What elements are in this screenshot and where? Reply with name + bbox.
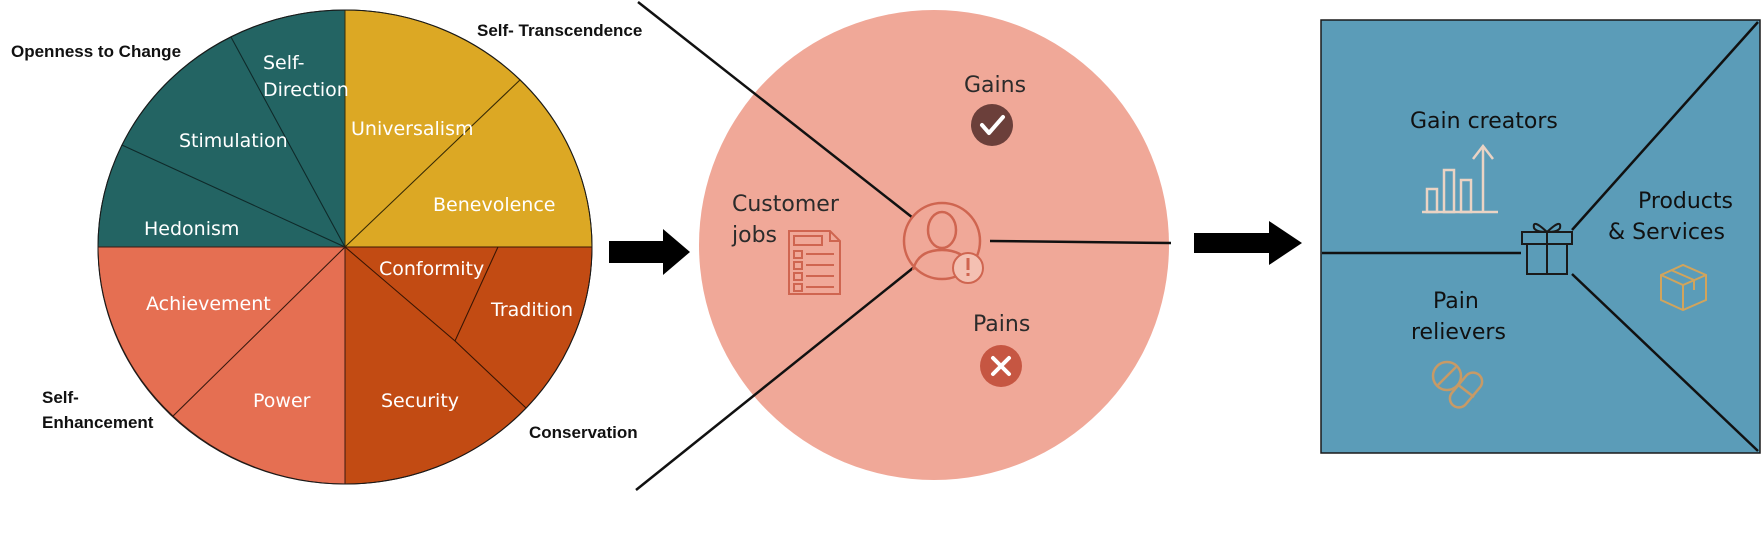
segment-label-stimulation: Stimulation: [179, 130, 288, 152]
customer-profile: Gains Pains Customer jobs: [635, 1, 1172, 491]
segment-label-benevolence: Benevolence: [433, 194, 555, 216]
warning-badge-icon: [952, 252, 984, 284]
segment-label-tradition: Tradition: [490, 299, 573, 321]
arrow-right-1: [609, 229, 690, 275]
segment-label-conformity: Conformity: [379, 258, 484, 280]
value-map-square: [1320, 19, 1761, 454]
segment-label-universalism: Universalism: [351, 118, 473, 140]
gain-creators-label: Gain creators: [1410, 109, 1558, 134]
quadrant-label-self-enhancement-2: Enhancement: [42, 413, 154, 432]
divider-line-lower: [635, 267, 914, 491]
customer-jobs-label-2: jobs: [731, 223, 777, 248]
value-map: Gain creators Pain relievers Products & …: [1320, 19, 1761, 454]
quadrant-label-self-transcendence: Self- Transcendence: [477, 21, 642, 40]
segment-label-self-direction-2: Direction: [263, 79, 349, 101]
gains-label: Gains: [964, 73, 1026, 98]
divider-line-upper: [637, 1, 914, 219]
arrow-right-2: [1194, 221, 1302, 265]
quadrant-label-conservation: Conservation: [529, 423, 638, 442]
wheel-outline: [97, 9, 593, 485]
segment-label-power: Power: [253, 390, 311, 412]
quadrant-label-openness: Openness to Change: [11, 42, 181, 61]
pains-label: Pains: [973, 312, 1030, 337]
segment-label-achievement: Achievement: [146, 293, 271, 315]
divider-line-right: [989, 239, 1172, 245]
gift-icon: [1521, 222, 1573, 275]
check-icon: [971, 104, 1013, 146]
segment-label-self-direction-1: Self-: [263, 52, 305, 74]
cross-icon: [980, 345, 1022, 387]
quadrant-label-self-enhancement-1: Self-: [42, 388, 79, 407]
checklist-icon: [788, 230, 841, 295]
bar-chart-icon: [1422, 143, 1498, 214]
pain-relievers-label-2: relievers: [1411, 320, 1506, 345]
segment-label-security: Security: [381, 390, 459, 412]
customer-jobs-label-1: Customer: [732, 192, 840, 217]
products-services-label-1: Products: [1638, 189, 1733, 214]
values-wheel: Self- Direction Stimulation Hedonism Uni…: [11, 9, 642, 485]
value-map-line-top: [1571, 21, 1759, 231]
pain-relievers-label-1: Pain: [1433, 289, 1479, 314]
box-icon: [1660, 263, 1707, 312]
value-map-line-bottom: [1571, 273, 1759, 452]
segment-label-hedonism: Hedonism: [144, 218, 239, 240]
products-services-label-2: & Services: [1608, 220, 1725, 245]
pill-icon: [1431, 360, 1484, 409]
